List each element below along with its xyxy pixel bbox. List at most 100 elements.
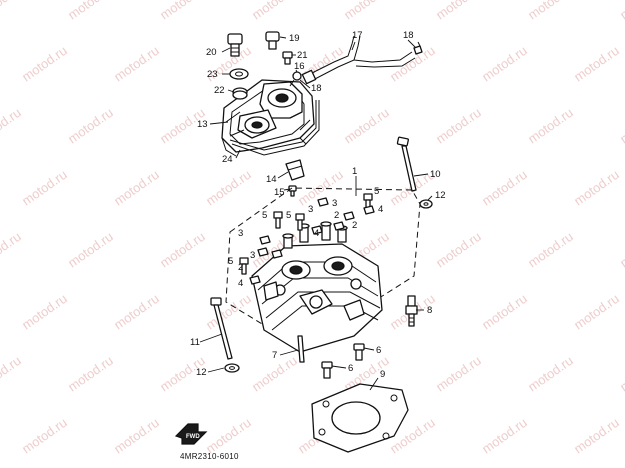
watermark-text: motod.ru [249, 0, 300, 22]
watermark-text: motod.ru [65, 0, 116, 22]
callout-5-mid: 5 [286, 210, 291, 221]
callout-3-top: 3 [332, 198, 337, 209]
holder-screw [288, 185, 297, 197]
watermark-text: motod.ru [479, 167, 530, 209]
callout-4-right: 4 [378, 204, 383, 215]
stud-bolt [297, 335, 305, 363]
watermark-text: motod.ru [19, 291, 70, 333]
callout-20: 20 [206, 47, 217, 58]
callout-18-top-right: 18 [403, 30, 414, 41]
breather-hose [301, 35, 416, 85]
long-bolt-left [210, 297, 233, 360]
callout-16: 16 [294, 61, 305, 72]
watermark-text: motod.ru [65, 229, 116, 271]
watermark-text: motod.ru [0, 353, 24, 395]
leader-lines [199, 36, 433, 391]
watermark-text: motod.ru [433, 353, 484, 395]
watermark-text: motod.ru [433, 229, 484, 271]
watermark-text: motod.ru [157, 0, 208, 22]
watermark-text: motod.ru [111, 415, 162, 457]
watermark-text: motod.ru [571, 167, 622, 209]
watermark-text: motod.ru [0, 0, 24, 22]
watermark-text: motod.ru [203, 291, 254, 333]
cover-small-bolt [282, 51, 293, 65]
watermark-text: motod.ru [341, 0, 392, 22]
callout-4-mid: 4 [314, 228, 319, 239]
watermark-text: motod.ru [111, 43, 162, 85]
watermark-text: motod.ru [617, 353, 625, 395]
watermark-text: motod.ru [617, 105, 625, 147]
callout-5-left: 5 [262, 210, 267, 221]
watermark-text: motod.ru [111, 167, 162, 209]
head-bolt-group [239, 193, 373, 275]
watermark-text: motod.ru [203, 167, 254, 209]
watermark-text: motod.ru [479, 415, 530, 457]
watermark-text: motod.ru [157, 229, 208, 271]
callout-2-mid: 2 [334, 210, 339, 221]
callout-8: 8 [427, 305, 432, 316]
fwd-label: FWD [186, 434, 200, 440]
cylinder-head-outline [225, 187, 421, 331]
callout-19: 19 [289, 33, 300, 44]
callout-7: 7 [272, 350, 277, 361]
callout-17: 17 [352, 30, 363, 41]
washer-left [224, 363, 240, 373]
callout-2-right: 2 [352, 220, 357, 231]
watermark-text: motod.ru [525, 0, 576, 22]
watermark-text: motod.ru [525, 229, 576, 271]
long-bolt-right [396, 136, 417, 192]
callout-24: 24 [222, 154, 233, 165]
callout-12-left: 12 [196, 367, 207, 378]
callout-2-left: 2 [238, 262, 243, 273]
callout-labels: 20 23 22 19 21 16 18 17 18 13 24 14 15 1… [190, 30, 446, 380]
callout-15: 15 [274, 187, 285, 198]
rocker-shaft-caps [282, 221, 348, 249]
callout-12-right: 12 [435, 190, 446, 201]
watermark-text: motod.ru [571, 291, 622, 333]
callout-6-right: 6 [376, 345, 381, 356]
cover-gasket [229, 100, 320, 156]
nut-group [249, 197, 375, 285]
watermark-text: motod.ru [571, 43, 622, 85]
callout-5-low: 5 [228, 256, 233, 267]
cover-bolt-left [227, 33, 243, 57]
watermark-text: motod.ru [387, 43, 438, 85]
spark-plug [405, 295, 418, 327]
watermark-text: motod.ru [433, 105, 484, 147]
watermark-text: motod.ru [433, 0, 484, 22]
watermark-text: motod.ru [19, 415, 70, 457]
watermark-text: motod.ru [65, 353, 116, 395]
callout-21: 21 [297, 50, 308, 61]
holder-bracket [285, 159, 305, 181]
callout-9: 9 [380, 369, 385, 380]
callout-11: 11 [190, 337, 200, 348]
callout-23: 23 [207, 69, 218, 80]
callout-5-top: 5 [374, 186, 379, 197]
watermark-text: motod.ru [525, 353, 576, 395]
callout-18-top-left: 18 [311, 83, 322, 94]
watermark-text: motod.ru [0, 229, 24, 271]
watermark-text: motod.ru [0, 105, 24, 147]
washer-right [419, 199, 433, 209]
hose-clamp-top [413, 41, 423, 55]
callout-10: 10 [430, 169, 441, 180]
watermark-text: motod.ru [525, 105, 576, 147]
cover-washer [229, 68, 249, 80]
callout-3-left: 3 [238, 228, 243, 239]
watermark-text: motod.ru [341, 105, 392, 147]
flange-bolt-bottom [321, 361, 333, 379]
watermark-text: motod.ru [203, 415, 254, 457]
callout-4-left: 4 [238, 278, 243, 289]
catalog-number: 4MR2310-6010 [180, 452, 239, 461]
watermark-text: motod.ru [479, 291, 530, 333]
watermark-text: motod.ru [19, 167, 70, 209]
callout-13: 13 [197, 119, 208, 130]
watermark-text: motod.ru [571, 415, 622, 457]
watermark-text: motod.ru [617, 229, 625, 271]
cover-bolt-right [265, 31, 280, 50]
flange-bolt-lower [353, 343, 365, 361]
watermark-text: motod.ru [479, 43, 530, 85]
callout-3-low: 3 [250, 250, 255, 261]
